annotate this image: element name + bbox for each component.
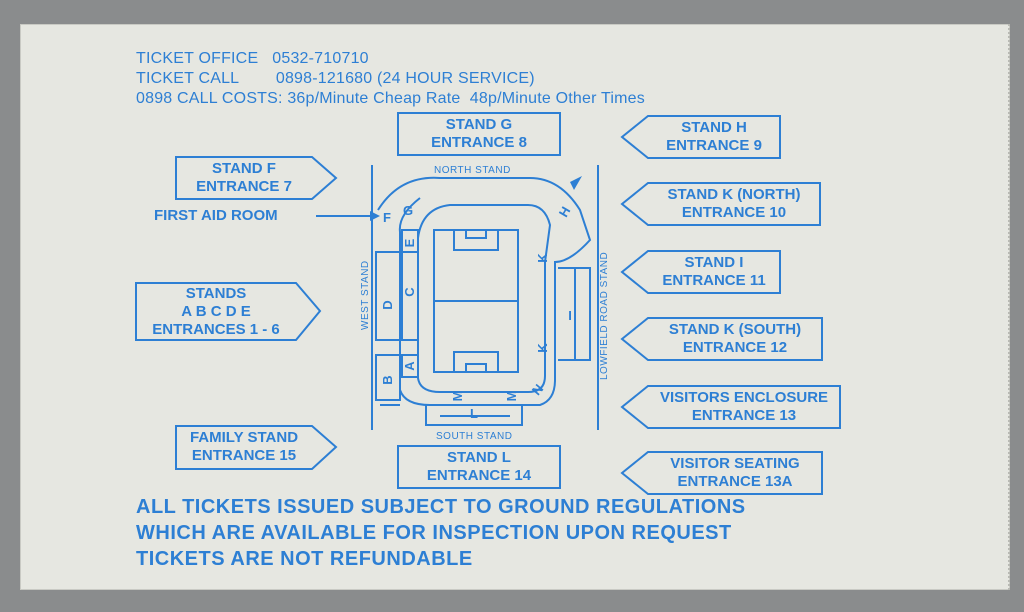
stand-letter-l: L <box>470 406 478 421</box>
stand-letter-m-east: M <box>504 391 519 402</box>
ticket-call-number: 0898-121680 (24 HOUR SERVICE) <box>275 70 535 87</box>
stand-letter-g: G <box>403 203 413 218</box>
south-goal-box <box>465 363 487 373</box>
stand-h-entrance: ENTRANCE 9 <box>666 137 762 154</box>
visitors-enclosure-entrance: ENTRANCE 13 <box>691 407 797 424</box>
visitors-enclosure-label: VISITORS ENCLOSURE ENTRANCE 13 <box>648 389 840 425</box>
block-d-rect <box>375 251 401 341</box>
stand-letter-h: H <box>556 204 574 220</box>
stand-k-south-box <box>620 317 823 361</box>
stand-letter-k-north: K <box>535 253 550 263</box>
stand-i-entrance: ENTRANCE 11 <box>662 272 766 289</box>
stand-f-title: STAND F <box>212 160 276 177</box>
stand-h-box <box>620 115 781 159</box>
stand-letter-b: B <box>380 375 395 384</box>
stand-letter-c: C <box>402 287 417 297</box>
stand-g-box <box>397 112 561 156</box>
stand-k-south-title: STAND K (SOUTH) <box>668 321 802 338</box>
family-stand-entrance: ENTRANCE 15 <box>191 447 297 464</box>
stand-k-south-entrance: ENTRANCE 12 <box>682 339 788 356</box>
north-penalty-box <box>453 229 499 251</box>
stand-f-entrance: ENTRANCE 7 <box>196 178 292 195</box>
stand-i-label: STAND I ENTRANCE 11 <box>648 254 780 290</box>
stand-k-south-label: STAND K (SOUTH) ENTRANCE 12 <box>648 321 822 357</box>
stand-k-north-label: STAND K (NORTH) ENTRANCE 10 <box>648 186 820 222</box>
ticket-call-label: TICKET CALL <box>136 70 239 87</box>
stand-k-north-box <box>620 182 821 226</box>
stand-l-entrance: ENTRANCE 14 <box>426 467 532 484</box>
visitor-seating-title: VISITOR SEATING <box>670 455 800 472</box>
footer-line-1: ALL TICKETS ISSUED SUBJECT TO GROUND REG… <box>136 496 746 518</box>
stand-k-north-title: STAND K (NORTH) <box>667 186 801 203</box>
ticket-office-number: 0532-710710 <box>272 50 369 67</box>
south-stand-outline <box>425 405 523 426</box>
first-aid-room-label: FIRST AID ROOM <box>154 207 278 224</box>
call-costs-line: 0898 CALL COSTS: 36p/Minute Cheap Rate 4… <box>136 90 645 107</box>
stand-letter-i: I <box>568 308 572 323</box>
visitor-seating-entrance: ENTRANCE 13A <box>677 473 793 490</box>
family-stand-label: FAMILY STAND ENTRANCE 15 <box>176 429 312 465</box>
stand-letter-a: A <box>402 361 417 371</box>
stand-letter-k-south: K <box>535 343 550 353</box>
family-stand-title: FAMILY STAND <box>189 429 299 446</box>
south-penalty-box <box>453 351 499 373</box>
stand-g-title: STAND G <box>445 116 513 133</box>
stand-l-label: STAND L ENTRANCE 14 <box>398 449 560 485</box>
south-stand-label: SOUTH STAND <box>436 431 512 442</box>
stand-h-title: STAND H <box>681 119 747 136</box>
west-stand-label: WEST STAND <box>360 260 371 330</box>
block-b-rect <box>375 354 401 401</box>
stand-g-label: STAND G ENTRANCE 8 <box>398 116 560 152</box>
stand-i-box <box>620 250 781 294</box>
stand-letter-d: D <box>380 300 395 309</box>
stand-l-title: STAND L <box>447 449 511 466</box>
family-stand-box <box>175 425 338 470</box>
ticket-call-line: TICKET CALL 0898-121680 (24 HOUR SERVICE… <box>136 70 535 88</box>
stand-i-title: STAND I <box>684 254 744 271</box>
block-a-rect <box>401 354 419 378</box>
stand-l-box <box>397 445 561 489</box>
footer-line-2: WHICH ARE AVAILABLE FOR INSPECTION UPON … <box>136 522 732 544</box>
stand-f-box <box>175 156 338 200</box>
stand-letter-f: F <box>383 210 391 225</box>
stand-g-entrance: ENTRANCE 8 <box>431 134 527 151</box>
stands-abcde-title: STANDS <box>185 285 247 302</box>
block-c-rect <box>401 251 419 341</box>
stands-abcde-label: STANDS A B C D E ENTRANCES 1 - 6 <box>136 285 296 339</box>
stands-abcde-letters: A B C D E <box>181 303 251 320</box>
stands-abcde-entrances: ENTRANCES 1 - 6 <box>152 321 280 338</box>
north-arrow-icon <box>570 176 582 190</box>
ticket <box>20 24 1010 590</box>
north-stand-label: NORTH STAND <box>434 165 511 176</box>
stand-h-label: STAND H ENTRANCE 9 <box>648 119 780 155</box>
stand-f-label: STAND F ENTRANCE 7 <box>176 160 312 196</box>
visitors-enclosure-title: VISITORS ENCLOSURE <box>659 389 829 406</box>
stadium-plan <box>371 165 599 430</box>
inner-bowl <box>417 204 552 393</box>
visitor-seating-label: VISITOR SEATING ENTRANCE 13A <box>648 455 822 491</box>
footer-line-3: TICKETS ARE NOT REFUNDABLE <box>136 548 473 570</box>
stand-k-north-entrance: ENTRANCE 10 <box>681 204 787 221</box>
visitors-enclosure-box <box>620 385 841 429</box>
ticket-office-label: TICKET OFFICE <box>136 50 259 67</box>
stand-letter-e: E <box>402 238 417 247</box>
stand-letter-m-west: M <box>450 391 465 402</box>
lowfield-road-stand-label: LOWFIELD ROAD STAND <box>599 252 610 380</box>
north-goal-box <box>465 229 487 239</box>
ticket-office-line: TICKET OFFICE 0532-710710 <box>136 50 369 68</box>
stands-abcde-box <box>135 282 322 341</box>
visitor-seating-box <box>620 451 823 495</box>
